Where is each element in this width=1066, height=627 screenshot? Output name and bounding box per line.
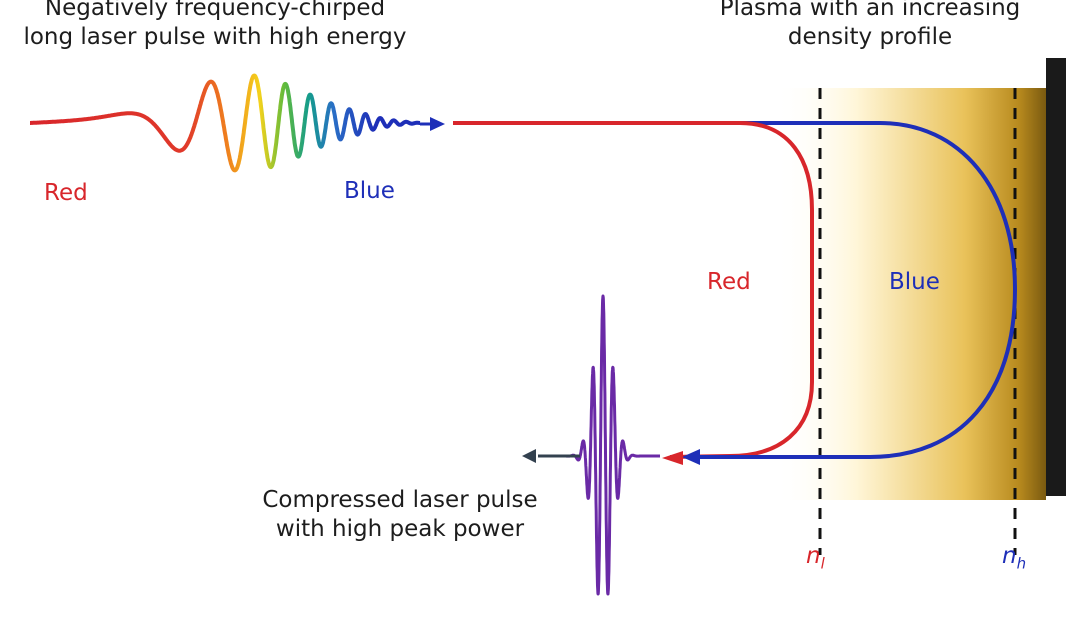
- plasma-caption: Plasma with an increasing density profil…: [680, 0, 1060, 52]
- plasma-caption-line1: Plasma with an increasing: [719, 0, 1021, 21]
- red-reflection-path: [662, 121, 814, 459]
- n-high-label: nh: [1002, 542, 1026, 579]
- blue-input-label: Blue: [344, 178, 395, 204]
- output-caption-line1: Compressed laser pulse: [262, 487, 538, 513]
- input-pulse-caption-line2: long laser pulse with high energy: [23, 24, 407, 50]
- red-reflect-label: Red: [707, 269, 751, 295]
- output-caption: Compressed laser pulse with high peak po…: [215, 486, 585, 544]
- plasma-caption-line2: density profile: [787, 24, 953, 50]
- reflected-arrowhead-blue: [682, 449, 700, 465]
- n-high-base: n: [1002, 543, 1017, 569]
- n-low-label: nl: [806, 542, 825, 579]
- compressed-output-pulse: [546, 294, 662, 596]
- blue-reflect-label: Blue: [889, 269, 940, 295]
- reflected-arrowhead-red: [662, 451, 683, 465]
- input-pulse-caption: Negatively frequency-chirped long laser …: [0, 0, 440, 52]
- output-arrowhead: [522, 449, 536, 463]
- blue-reflection-path: [690, 121, 1018, 459]
- input-arrowhead: [430, 117, 445, 131]
- red-input-label: Red: [44, 180, 88, 206]
- input-pulse-caption-line1: Negatively frequency-chirped: [44, 0, 386, 21]
- chirped-input-pulse: [28, 73, 422, 173]
- output-caption-line2: with high peak power: [275, 516, 525, 542]
- target-wall: [1046, 58, 1066, 496]
- n-low-base: n: [806, 543, 821, 569]
- n-high-subscript: h: [1016, 554, 1027, 573]
- n-low-subscript: l: [820, 554, 825, 573]
